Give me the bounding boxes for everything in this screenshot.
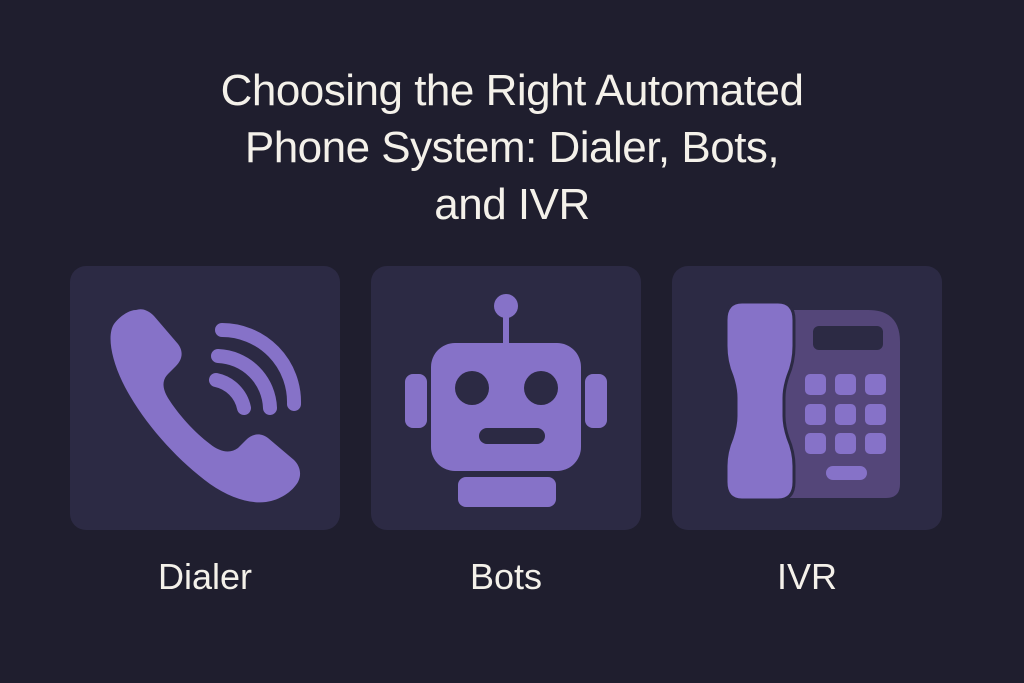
- title-line-3: and IVR: [434, 180, 590, 229]
- robot-icon: [405, 294, 607, 507]
- card-label-ivr: IVR: [776, 556, 837, 597]
- title-line-2: Phone System: Dialer, Bots,: [244, 123, 780, 172]
- card-bots[interactable]: [371, 266, 641, 530]
- card-ivr[interactable]: [672, 266, 942, 530]
- card-dialer[interactable]: [70, 266, 340, 530]
- card-label-bots: Bots: [469, 556, 543, 597]
- card-label-dialer: Dialer: [157, 556, 253, 597]
- desk-phone-keypad-icon: [724, 300, 900, 502]
- phone-ringing-icon: [110, 309, 302, 503]
- title-line-1: Choosing the Right Automated: [220, 66, 804, 115]
- page-title: Choosing the Right Automated Phone Syste…: [0, 62, 1024, 233]
